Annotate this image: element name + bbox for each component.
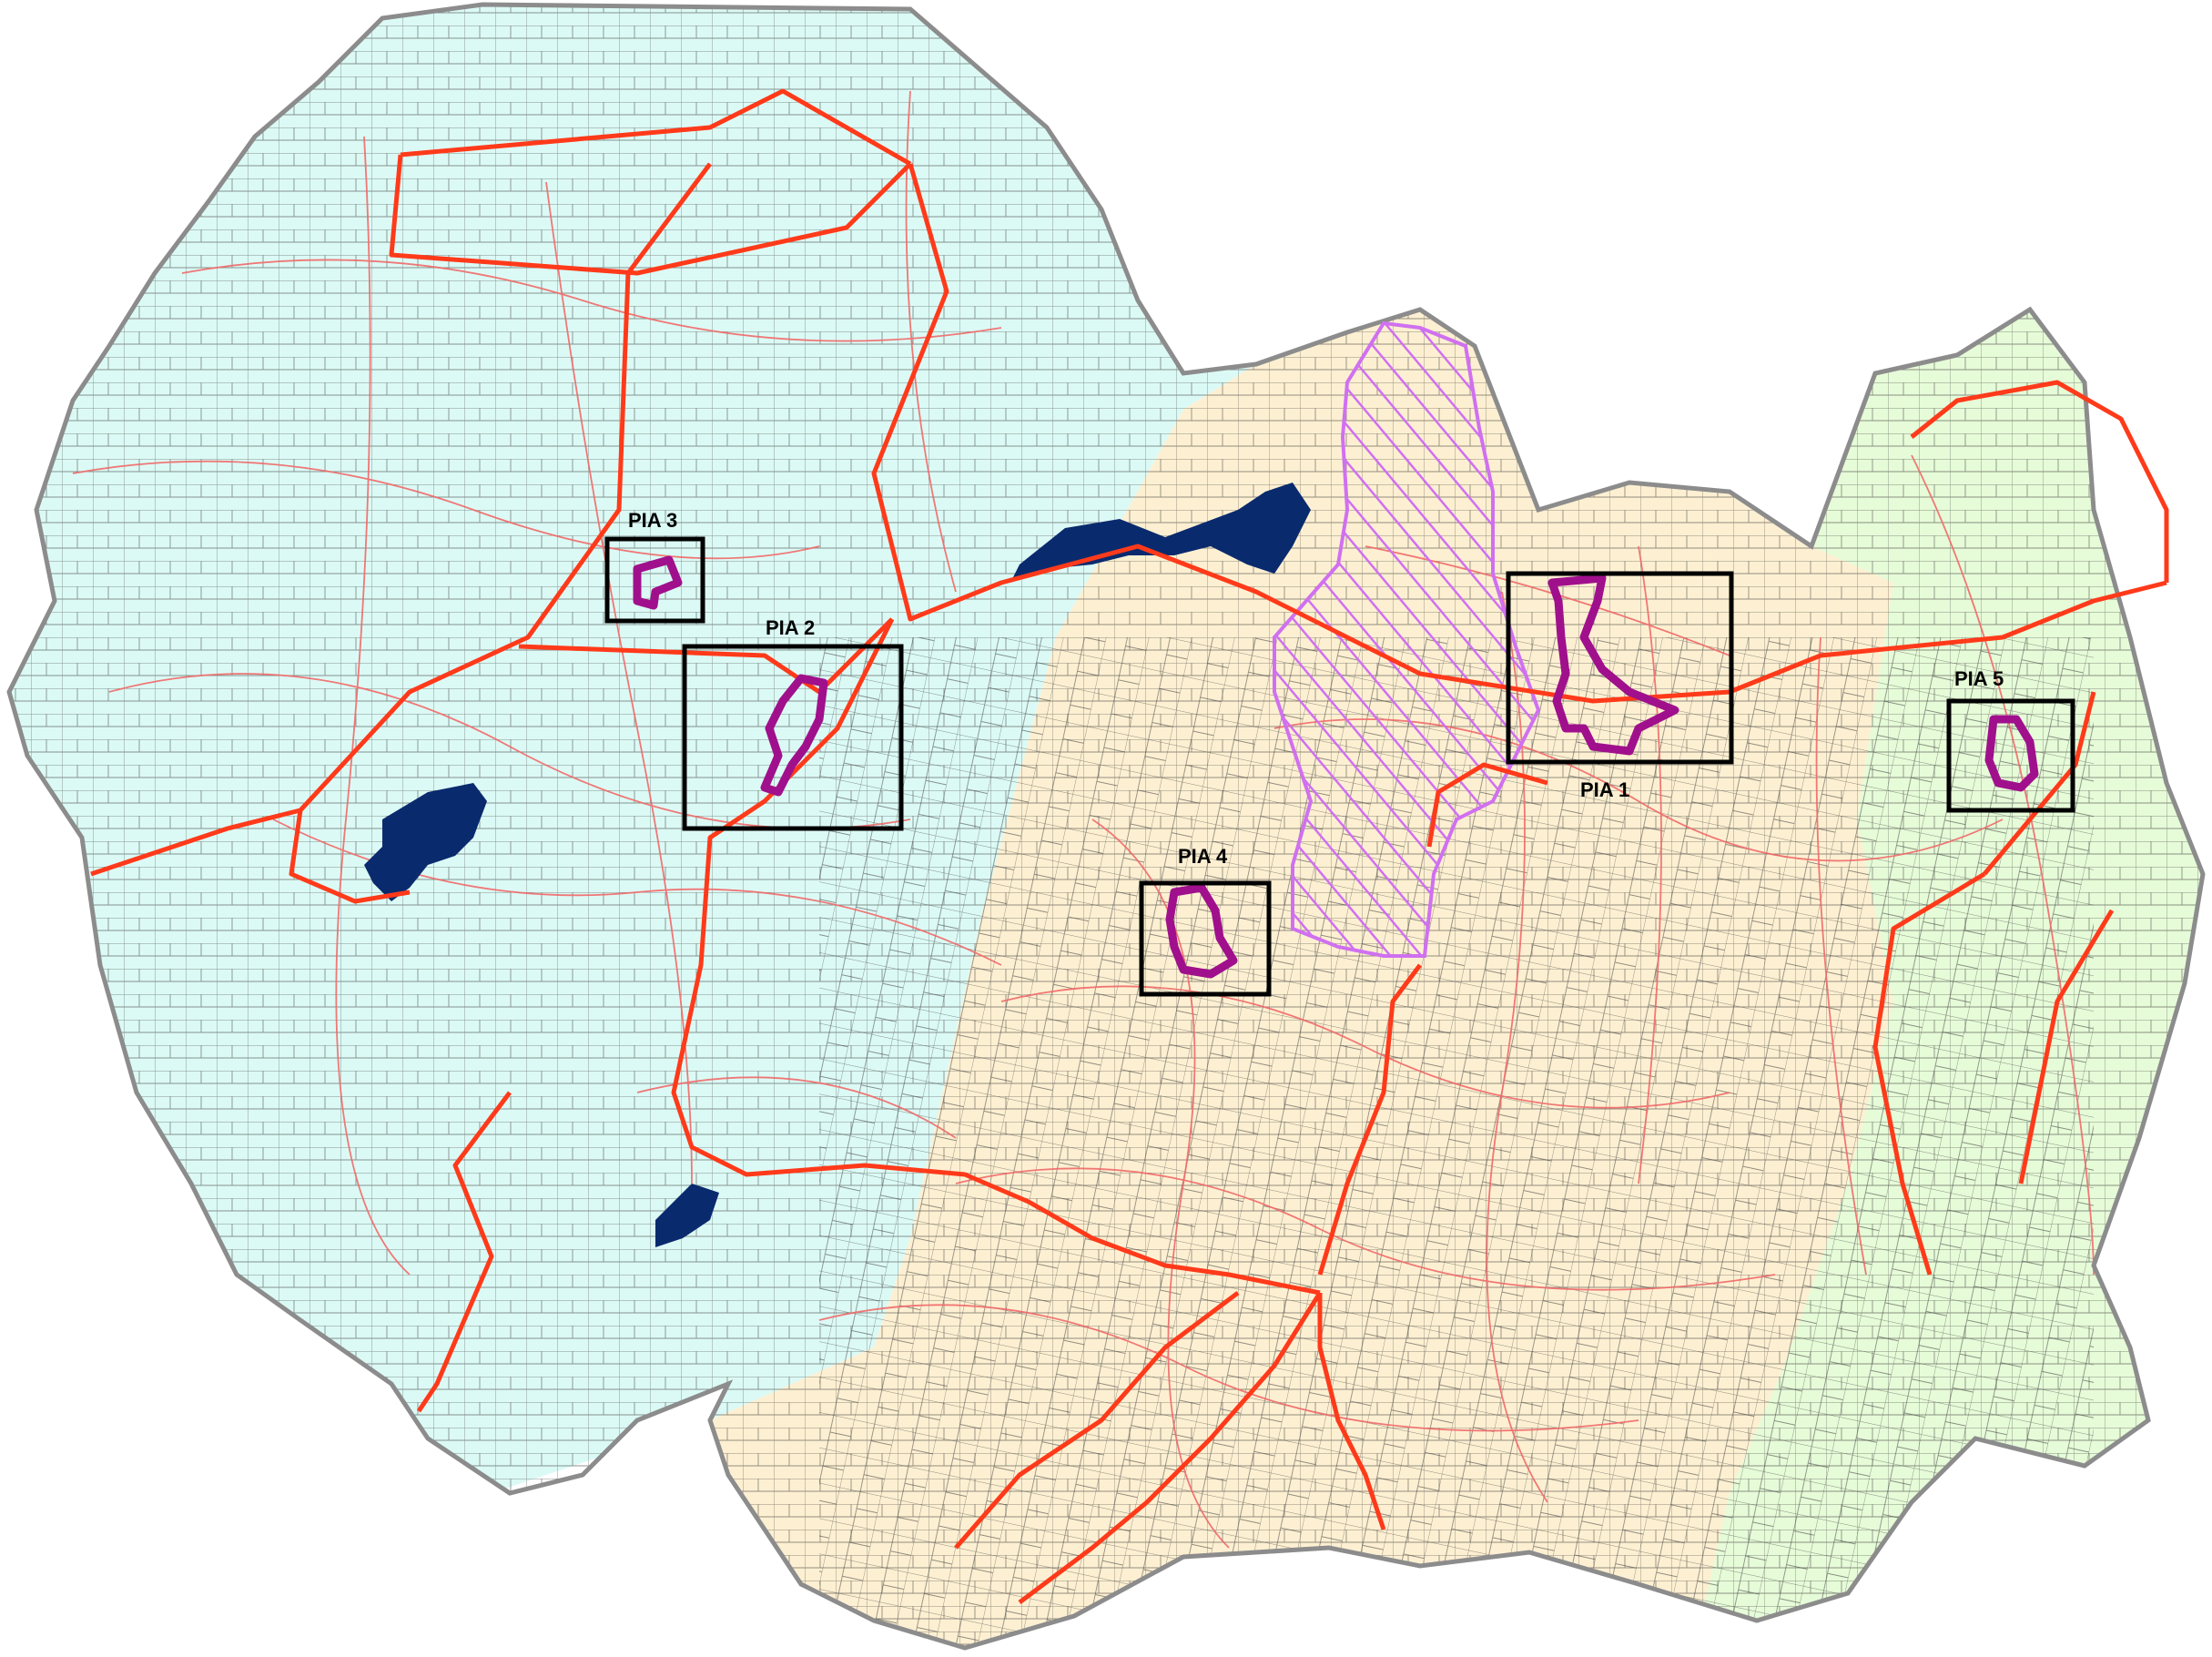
pia4-box <box>1139 880 1272 997</box>
pia-boxes <box>604 536 2075 997</box>
reservoir-west <box>364 783 487 901</box>
pia-outlines <box>633 555 2039 979</box>
pia5-box <box>1946 698 2075 813</box>
pia4-outline <box>1165 883 1238 979</box>
pia3-label: PIA 3 <box>628 509 677 532</box>
pia-labels: PIA 1 PIA 2 PIA 3 PIA 4 PIA 5 <box>628 509 2004 868</box>
pia1-outline <box>1547 574 1679 756</box>
pia2-label: PIA 2 <box>766 616 815 639</box>
pia5-label: PIA 5 <box>1954 667 2004 690</box>
minor-roads <box>72 90 2095 1549</box>
river-lake-north <box>1010 483 1311 583</box>
major-roads <box>90 88 2169 1604</box>
hatched-zone <box>1273 320 1541 958</box>
pia3-outline <box>633 555 683 610</box>
pia1-label: PIA 1 <box>1580 778 1629 801</box>
pia5-outline <box>1984 715 2039 792</box>
pia2-box <box>682 644 904 831</box>
water-bodies <box>364 483 1311 1247</box>
pia4-label: PIA 4 <box>1178 845 1228 868</box>
pia1-box <box>1506 571 1734 765</box>
pia2-outline <box>760 674 828 797</box>
pia3-box <box>604 536 705 624</box>
reservoir-south <box>655 1184 719 1247</box>
